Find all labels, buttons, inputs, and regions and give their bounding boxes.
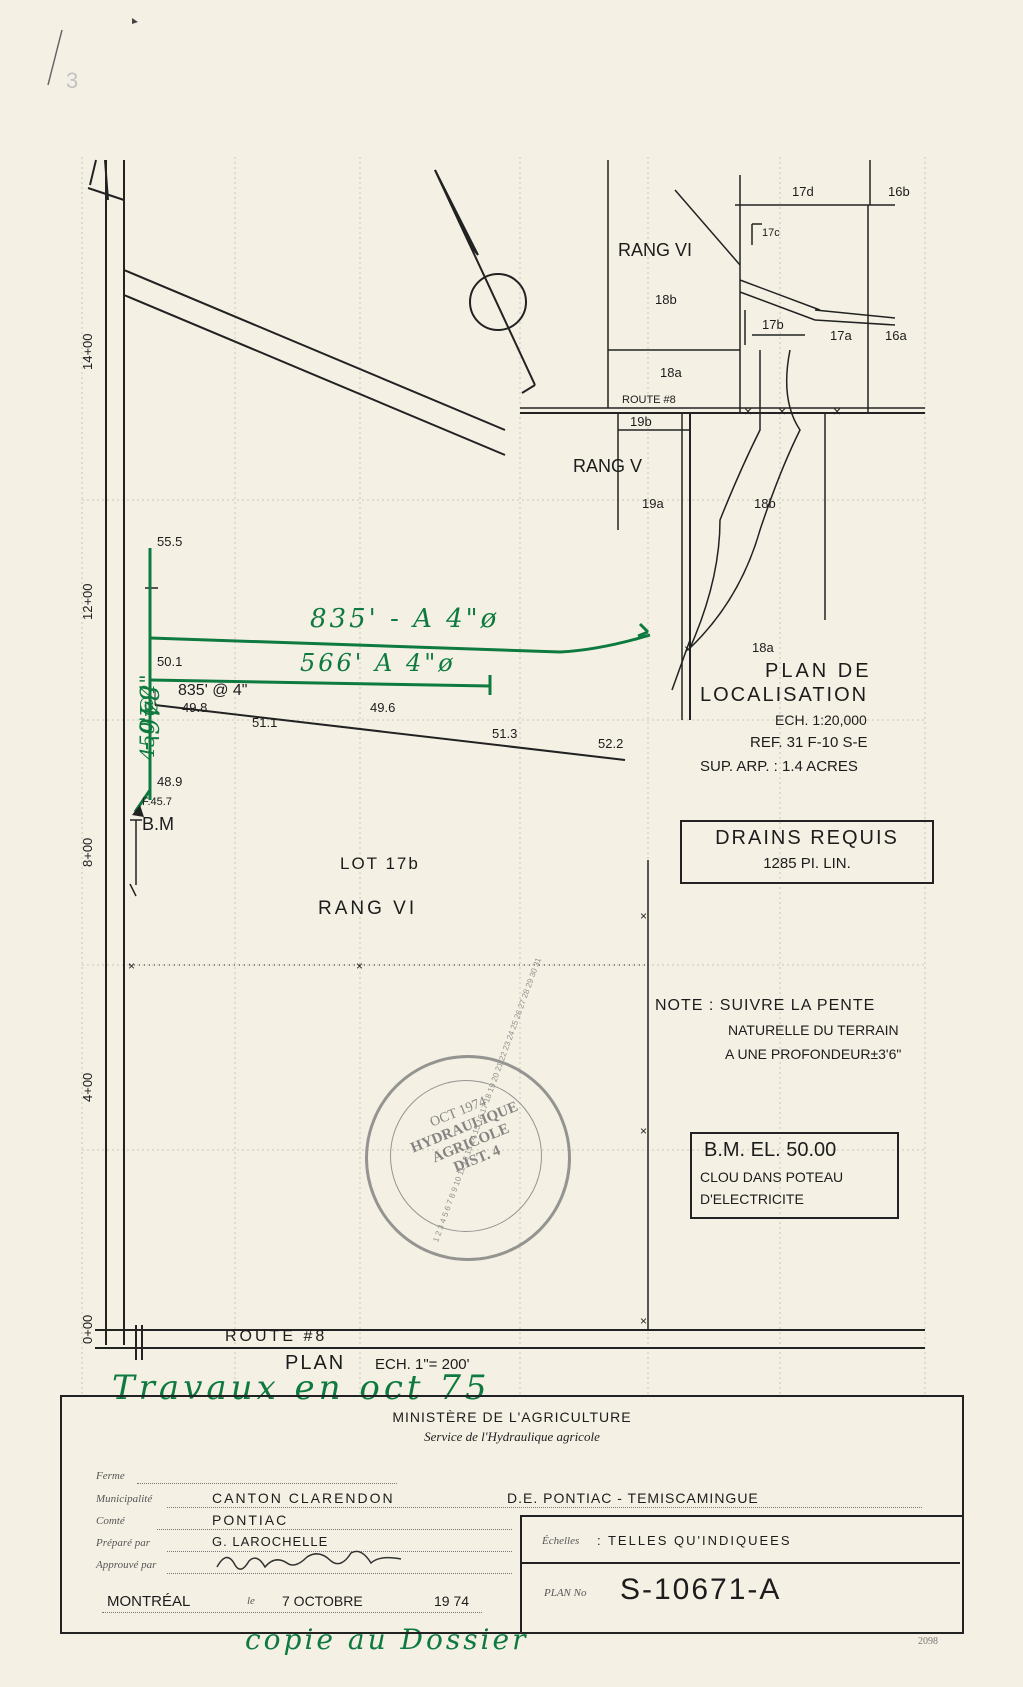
bm-elevation-box: B.M. EL. 50.00 CLOU DANS POTEAU D'ELECTR… bbox=[690, 1132, 899, 1219]
elevation-label: F.45.7 bbox=[142, 796, 172, 808]
svg-text:×: × bbox=[778, 403, 786, 419]
lot-17b-label: LOT 17b bbox=[340, 854, 420, 873]
svg-text:×: × bbox=[833, 403, 841, 419]
elevation-label: 51.3 bbox=[492, 726, 518, 741]
lot-label: 17a bbox=[830, 328, 852, 343]
drain2-annotation: 566' A 4"ø bbox=[300, 649, 456, 677]
north-arrow bbox=[434, 169, 536, 394]
svg-text:×: × bbox=[684, 641, 692, 657]
echelle-label: Échelles bbox=[542, 1535, 580, 1547]
location-plan-title: LOCALISATION bbox=[700, 684, 869, 706]
year: 19 74 bbox=[434, 1593, 470, 1609]
place: MONTRÉAL bbox=[107, 1593, 191, 1610]
chainage-label: 14+00 bbox=[80, 333, 95, 370]
elevation-label: 50.1 bbox=[157, 654, 183, 669]
lot-label: 18b bbox=[754, 496, 776, 511]
comte-label: Comté bbox=[96, 1515, 125, 1527]
hydraulique-stamp: 1 2 3 4 5 6 7 8 9 10 11 12 13 14 15 16 1… bbox=[365, 957, 571, 1261]
note-line: A UNE PROFONDEUR±3'6" bbox=[725, 1046, 902, 1062]
lot-label: 16b bbox=[888, 184, 910, 199]
location-plan-title: PLAN DE bbox=[765, 660, 872, 682]
plan-scale: ECH. 1"= 200' bbox=[375, 1356, 470, 1373]
approval-signature bbox=[216, 1550, 402, 1570]
drain-note: 835' @ 4" bbox=[178, 682, 248, 699]
drain1-annotation: 835' - A 4"ø bbox=[310, 604, 500, 634]
rang-label: RANG VI bbox=[318, 898, 418, 919]
location-ref: REF. 31 F-10 S-E bbox=[750, 734, 868, 751]
main-plan-lines bbox=[87, 159, 925, 1360]
location-scale: ECH. 1:20,000 bbox=[775, 712, 867, 728]
elevation-label: 49.8 bbox=[182, 700, 208, 715]
chainage-label: 4+00 bbox=[80, 1072, 95, 1102]
lot-label: 18a bbox=[752, 640, 774, 655]
lot-label: 17b bbox=[762, 317, 784, 332]
ferme-label: Ferme bbox=[96, 1470, 125, 1482]
svg-text:×: × bbox=[640, 1314, 647, 1328]
lot-label: 16a bbox=[885, 328, 907, 343]
lot-label: 19b bbox=[630, 414, 652, 429]
route-label-small: ROUTE #8 bbox=[622, 394, 676, 406]
plan-label: PLAN bbox=[285, 1352, 346, 1374]
location-area: SUP. ARP. : 1.4 ACRES bbox=[700, 758, 858, 775]
lot-label: 19a bbox=[642, 496, 664, 511]
svg-text:×: × bbox=[640, 909, 647, 923]
drains-required-length: 1285 PI. LIN. bbox=[763, 855, 851, 872]
drain-lines bbox=[133, 548, 651, 813]
bm-elevation: B.M. EL. 50.00 bbox=[704, 1139, 837, 1161]
chainage-label: 8+00 bbox=[80, 837, 95, 867]
note-line: NOTE : SUIVRE LA PENTE bbox=[655, 997, 876, 1014]
prepare-label: Préparé par bbox=[96, 1537, 151, 1549]
municipalite: CANTON CLARENDON bbox=[212, 1490, 395, 1506]
vertical-drain-annotation-2: 846'- bbox=[133, 685, 163, 751]
rang-vi-label: RANG VI bbox=[618, 240, 693, 260]
sheet-code: 2098 bbox=[918, 1636, 938, 1647]
route-label: ROUTE #8 bbox=[225, 1328, 328, 1345]
svg-text:×: × bbox=[356, 959, 363, 973]
bm-description: D'ELECTRICITE bbox=[700, 1191, 804, 1207]
municipalite-label: Municipalité bbox=[96, 1493, 153, 1505]
lot-label: 17d bbox=[792, 184, 814, 199]
rang-v-label: RANG V bbox=[573, 456, 643, 476]
district: D.E. PONTIAC - TEMISCAMINGUE bbox=[507, 1490, 759, 1506]
approuve-label: Approuvé par bbox=[96, 1559, 157, 1571]
service: Service de l'Hydraulique agricole bbox=[424, 1429, 600, 1444]
copy-annotation: copie au Dossier bbox=[245, 1623, 529, 1656]
works-annotation: Travaux en oct 75 bbox=[112, 1368, 491, 1408]
plan-no-label: PLAN No bbox=[544, 1587, 587, 1599]
ministry: MINISTÈRE DE L'AGRICULTURE bbox=[392, 1409, 632, 1425]
date: 7 OCTOBRE bbox=[282, 1593, 363, 1609]
lot-label: 18a bbox=[660, 365, 682, 380]
bm-description: CLOU DANS POTEAU bbox=[700, 1169, 844, 1185]
lot-label: 17c bbox=[762, 227, 780, 239]
chainage-label: 0+00 bbox=[80, 1314, 95, 1344]
elevation-label: 52.2 bbox=[598, 736, 624, 751]
echelle: : TELLES QU'INDIQUEES bbox=[597, 1533, 792, 1548]
corner-mark: 3 bbox=[66, 68, 79, 93]
elevation-label: 48.9 bbox=[157, 774, 183, 789]
drains-required-box: DRAINS REQUIS 1285 PI. LIN. bbox=[680, 820, 934, 884]
bm-label: B.M bbox=[142, 814, 175, 834]
le-label: le bbox=[247, 1595, 255, 1607]
svg-text:×: × bbox=[128, 959, 135, 973]
elevation-label: 55.5 bbox=[157, 534, 183, 549]
svg-text:×: × bbox=[640, 1124, 647, 1138]
elevation-label: 51.1 bbox=[252, 715, 278, 730]
lot-label: 18b bbox=[655, 292, 677, 307]
chainage-label: 12+00 bbox=[80, 583, 95, 620]
svg-text:×: × bbox=[744, 403, 752, 419]
plan-number: S-10671-A bbox=[620, 1573, 782, 1606]
note-line: NATURELLE DU TERRAIN bbox=[728, 1022, 899, 1038]
drains-required-title: DRAINS REQUIS bbox=[715, 827, 899, 849]
comte: PONTIAC bbox=[212, 1512, 289, 1528]
location-plan-lines bbox=[520, 160, 925, 720]
prepare: G. LAROCHELLE bbox=[212, 1534, 329, 1549]
elevation-label: 49.6 bbox=[370, 700, 396, 715]
title-block: MINISTÈRE DE L'AGRICULTURE Service de l'… bbox=[60, 1395, 964, 1634]
